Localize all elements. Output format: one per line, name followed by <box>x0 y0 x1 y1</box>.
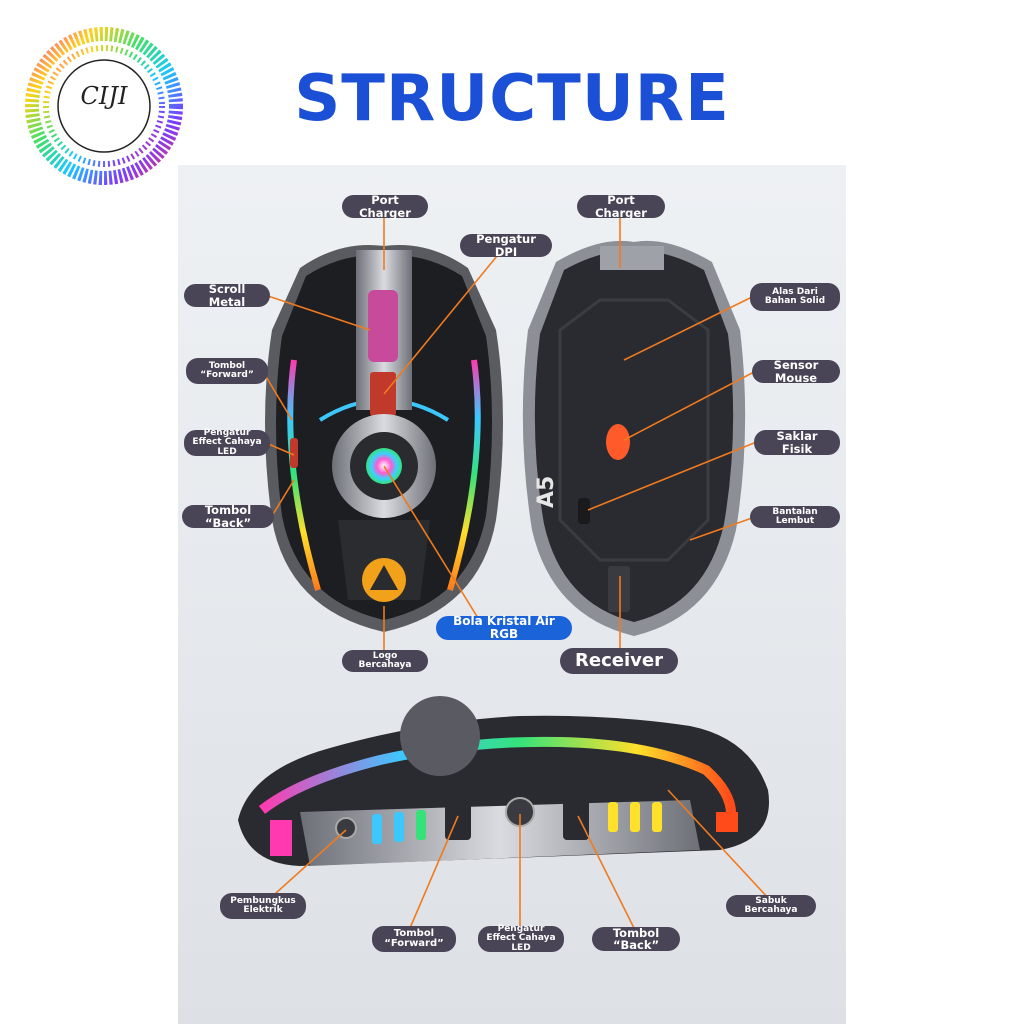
label-pengatur-effect-bottom: Pengatur Effect Cahaya LED <box>478 924 564 952</box>
label-pengatur-effect-top: Pengatur Effect Cahaya LED <box>184 428 270 456</box>
label-receiver: Receiver <box>560 648 678 674</box>
label-tombol-back-bottom: Tombol “Back” <box>592 927 680 951</box>
label-logo-bercahaya: Logo Bercahaya <box>342 650 428 672</box>
brand-name: CIJI <box>80 82 128 110</box>
label-pembungkus-elektrik: Pembungkus Elektrik <box>220 893 306 919</box>
label-sabuk-bercahaya: Sabuk Bercahaya <box>726 895 816 917</box>
label-port-charger-right: Port Charger <box>577 194 665 219</box>
leader-lines <box>264 218 771 933</box>
label-pengatur-dpi: Pengatur DPI <box>460 233 552 258</box>
label-saklar-fisik: Saklar Fisik <box>754 430 840 455</box>
mouse-top-view <box>265 244 503 633</box>
label-tombol-back-top: Tombol “Back” <box>182 504 274 529</box>
label-sensor-mouse: Sensor Mouse <box>752 359 840 384</box>
mouse-bottom-view: A5 <box>522 240 746 636</box>
label-scroll-metal: Scroll Metal <box>184 283 270 308</box>
label-alas-dari: Alas Dari Bahan Solid <box>750 283 840 311</box>
rainbow-ring-icon <box>25 27 183 185</box>
page-title: STRUCTURE <box>294 62 730 136</box>
mouse-side-view <box>238 696 769 866</box>
label-port-charger-left: Port Charger <box>342 194 428 219</box>
label-tombol-forward-bottom: Tombol “Forward” <box>372 926 456 952</box>
label-bola-kristal: Bola Kristal Air RGB <box>436 615 572 640</box>
label-tombol-forward-top: Tombol “Forward” <box>186 358 268 384</box>
model-label: A5 <box>534 476 559 508</box>
label-bantalan-lembut: Bantalan Lembut <box>750 506 840 528</box>
